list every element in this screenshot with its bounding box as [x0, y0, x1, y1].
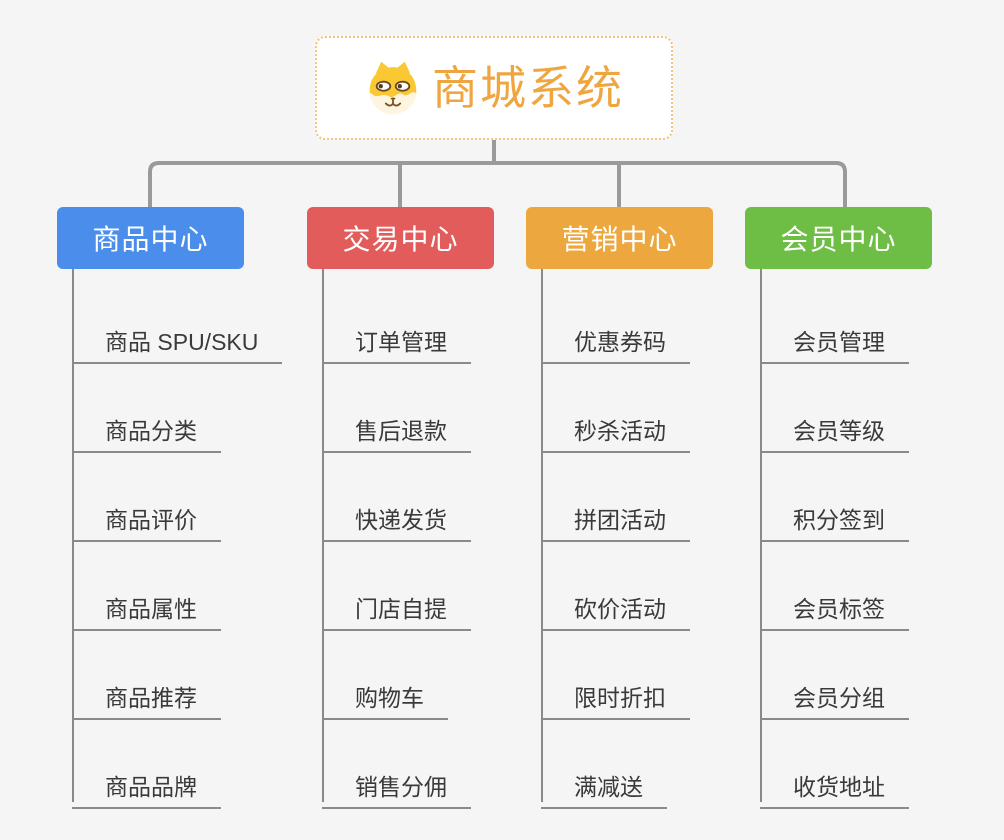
- leaf-node[interactable]: 拼团活动: [541, 493, 690, 542]
- leaf-label: 商品评价: [105, 507, 197, 533]
- leaf-node[interactable]: 售后退款: [322, 404, 471, 453]
- leaf-label: 会员分组: [793, 685, 885, 711]
- branch-label: 营销中心: [561, 224, 678, 255]
- branch-node[interactable]: 交易中心: [307, 207, 494, 269]
- leaf-label: 秒杀活动: [574, 418, 666, 444]
- connector-trunk: [541, 269, 543, 802]
- leaf-label: 商品 SPU/SKU: [105, 329, 259, 355]
- leaf-node[interactable]: 商品 SPU/SKU: [72, 315, 283, 364]
- leaf-node[interactable]: 限时折扣: [541, 671, 690, 720]
- leaf-node[interactable]: 满减送: [541, 760, 667, 809]
- leaf-label: 快递发货: [355, 507, 447, 533]
- leaf-label: 满减送: [574, 774, 643, 800]
- leaf-node[interactable]: 会员分组: [760, 671, 909, 720]
- leaf-label: 商品品牌: [105, 774, 197, 800]
- leaf-node[interactable]: 商品品牌: [72, 760, 221, 809]
- leaf-node[interactable]: 砍价活动: [541, 582, 690, 631]
- dog-face-icon: [364, 59, 422, 117]
- leaf-label: 售后退款: [355, 418, 447, 444]
- leaf-node[interactable]: 快递发货: [322, 493, 471, 542]
- branch-node[interactable]: 商品中心: [57, 207, 244, 269]
- leaf-label: 购物车: [355, 685, 424, 711]
- connector-trunk: [322, 269, 324, 802]
- leaf-node[interactable]: 会员管理: [760, 315, 909, 364]
- leaf-node[interactable]: 积分签到: [760, 493, 909, 542]
- leaf-node[interactable]: 收货地址: [760, 760, 909, 809]
- leaf-label: 会员等级: [793, 418, 885, 444]
- leaf-node[interactable]: 秒杀活动: [541, 404, 690, 453]
- leaf-node[interactable]: 优惠券码: [541, 315, 690, 364]
- leaf-node[interactable]: 会员标签: [760, 582, 909, 631]
- leaf-node[interactable]: 会员等级: [760, 404, 909, 453]
- leaf-node[interactable]: 商品分类: [72, 404, 221, 453]
- leaf-label: 拼团活动: [574, 507, 666, 533]
- leaf-node[interactable]: 商品评价: [72, 493, 221, 542]
- branch-label: 商品中心: [92, 224, 209, 255]
- leaf-label: 商品分类: [105, 418, 197, 444]
- leaf-label: 会员标签: [793, 596, 885, 622]
- leaf-label: 会员管理: [793, 329, 885, 355]
- connector-trunk: [72, 269, 74, 802]
- leaf-label: 门店自提: [355, 596, 447, 622]
- leaf-label: 销售分佣: [355, 774, 447, 800]
- leaf-label: 商品属性: [105, 596, 197, 622]
- leaf-label: 商品推荐: [105, 685, 197, 711]
- branch-label: 交易中心: [342, 224, 459, 255]
- root-node[interactable]: 商城系统: [315, 36, 673, 140]
- leaf-label: 订单管理: [355, 329, 447, 355]
- leaf-label: 优惠券码: [574, 329, 666, 355]
- leaf-label: 收货地址: [793, 774, 885, 800]
- leaf-label: 砍价活动: [574, 596, 666, 622]
- branch-node[interactable]: 会员中心: [745, 207, 932, 269]
- leaf-node[interactable]: 门店自提: [322, 582, 471, 631]
- branch-node[interactable]: 营销中心: [526, 207, 713, 269]
- branch-label: 会员中心: [780, 224, 897, 255]
- leaf-label: 限时折扣: [574, 685, 666, 711]
- leaf-node[interactable]: 订单管理: [322, 315, 471, 364]
- leaf-node[interactable]: 商品属性: [72, 582, 221, 631]
- leaf-node[interactable]: 购物车: [322, 671, 448, 720]
- connector-trunk: [760, 269, 762, 802]
- leaf-node[interactable]: 销售分佣: [322, 760, 471, 809]
- leaf-label: 积分签到: [793, 507, 885, 533]
- root-title: 商城系统: [432, 62, 624, 114]
- leaf-node[interactable]: 商品推荐: [72, 671, 221, 720]
